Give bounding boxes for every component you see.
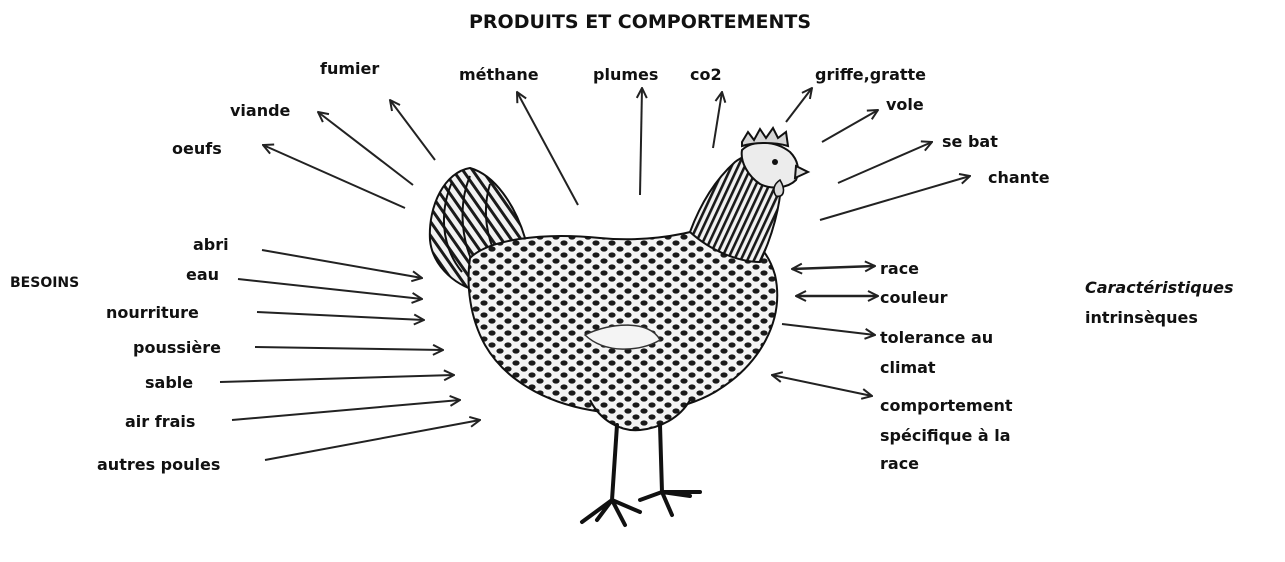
trait-labels: race couleur tolerance au climat comport… [880,259,1013,473]
label-methane: méthane [459,65,539,84]
label-viande: viande [230,101,291,120]
label-sebat: se bat [942,132,998,151]
arrow-plumes [640,88,642,195]
chicken-illustration [430,128,808,525]
label-comportement-line1: comportement [880,396,1013,415]
arrow-nourriture [257,312,424,320]
label-co2: co2 [690,65,722,84]
arrow-abri [262,250,422,278]
arrow-comportement [772,375,872,396]
arrow-autres [265,420,480,460]
arrow-viande [318,112,413,185]
diagram-title: PRODUITS ET COMPORTEMENTS [469,11,811,33]
arrow-sable [220,375,454,382]
characteristics-heading-line2: intrinsèques [1085,308,1198,327]
label-abri: abri [193,235,229,254]
label-poussiere: poussière [133,338,221,357]
label-sable: sable [145,373,193,392]
product-labels: oeufs viande fumier méthane plumes co2 g… [172,59,1050,187]
label-tolerance-line2: climat [880,358,936,377]
arrow-fumier [390,100,435,160]
arrow-griffe [786,88,812,122]
needs-heading: BESOINS [10,275,79,291]
trait-arrows [772,266,878,396]
label-comportement-line2: spécifique à la [880,426,1011,445]
chicken-comb [742,128,788,146]
arrow-eau [238,279,422,299]
label-airfrais: air frais [125,412,195,431]
chicken-beak [795,166,808,178]
arrow-sebat [838,142,932,183]
need-arrows [220,250,480,460]
need-labels: abri eau nourriture poussière sable air … [97,235,229,474]
chicken-legs [582,425,700,525]
label-oeufs: oeufs [172,139,222,158]
arrow-oeufs [263,145,405,208]
label-griffe: griffe,gratte [815,65,926,84]
label-race: race [880,259,919,278]
label-eau: eau [186,265,219,284]
product-arrows [263,88,970,220]
label-autres: autres poules [97,455,220,474]
label-nourriture: nourriture [106,303,199,322]
arrow-methane [517,92,578,205]
arrow-co2 [713,92,722,148]
label-fumier: fumier [320,59,379,78]
characteristics-heading-line1: Caractéristiques [1085,278,1233,297]
label-comportement-line3: race [880,454,919,473]
characteristics-heading: Caractéristiques intrinsèques [1085,278,1233,327]
arrow-airfrais [232,400,460,420]
arrow-race [792,266,875,269]
label-plumes: plumes [593,65,658,84]
arrow-vole [822,110,878,142]
arrow-tolerance [782,324,875,335]
label-couleur: couleur [880,288,948,307]
arrow-chante [820,176,970,220]
label-tolerance-line1: tolerance au [880,328,993,347]
arrow-poussiere [255,347,443,350]
chicken-eye [772,159,778,165]
label-vole: vole [886,95,924,114]
label-chante: chante [988,168,1050,187]
